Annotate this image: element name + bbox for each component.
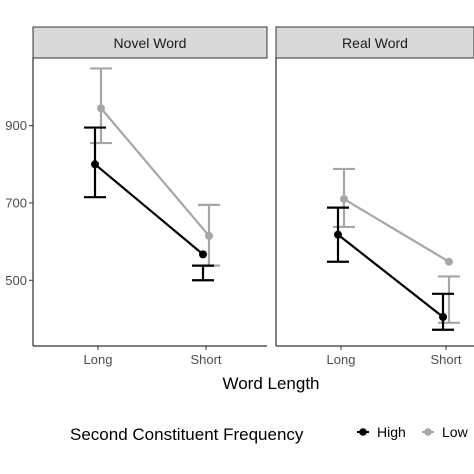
facet-strip-1: [32, 26, 268, 59]
data-point: [340, 195, 348, 204]
series-line: [343, 198, 450, 263]
x-tick-label: Short: [190, 352, 221, 367]
x-tick-label: Long: [84, 352, 113, 367]
series-low: [90, 67, 220, 267]
data-point: [334, 230, 342, 239]
data-point: [445, 257, 453, 266]
y-axis: 500 700 900: [5, 118, 33, 288]
facet-strip-2: [275, 26, 474, 59]
legend-key-point: [359, 428, 367, 436]
series-low: [333, 167, 460, 324]
legend-label: High: [377, 424, 406, 440]
legend-key-point: [424, 428, 432, 436]
legend: Second Constituent Frequency High Low: [70, 424, 469, 444]
legend-label: Low: [442, 424, 469, 440]
data-point: [91, 160, 99, 169]
data-point: [205, 231, 213, 240]
legend-item-low: Low: [422, 424, 469, 440]
y-tick-label: 700: [5, 195, 27, 210]
series-line: [100, 107, 210, 237]
data-point: [439, 313, 447, 322]
y-tick-label: 900: [5, 118, 27, 133]
facet-title-1: Novel Word: [114, 35, 187, 51]
data-point: [97, 104, 105, 113]
series-line: [337, 233, 444, 318]
series-high: [84, 126, 214, 282]
y-tick-label: 500: [5, 273, 27, 288]
x-tick-label: Short: [430, 352, 461, 367]
series-line: [94, 163, 204, 256]
x-axis-title: Word Length: [222, 374, 319, 393]
facet-title-2: Real Word: [342, 35, 408, 51]
legend-keys: High Low: [357, 424, 469, 440]
series-high: [327, 206, 454, 331]
legend-item-high: High: [357, 424, 406, 440]
data-point: [199, 250, 207, 259]
legend-title: Second Constituent Frequency: [70, 425, 304, 444]
x-tick-label: Long: [327, 352, 356, 367]
